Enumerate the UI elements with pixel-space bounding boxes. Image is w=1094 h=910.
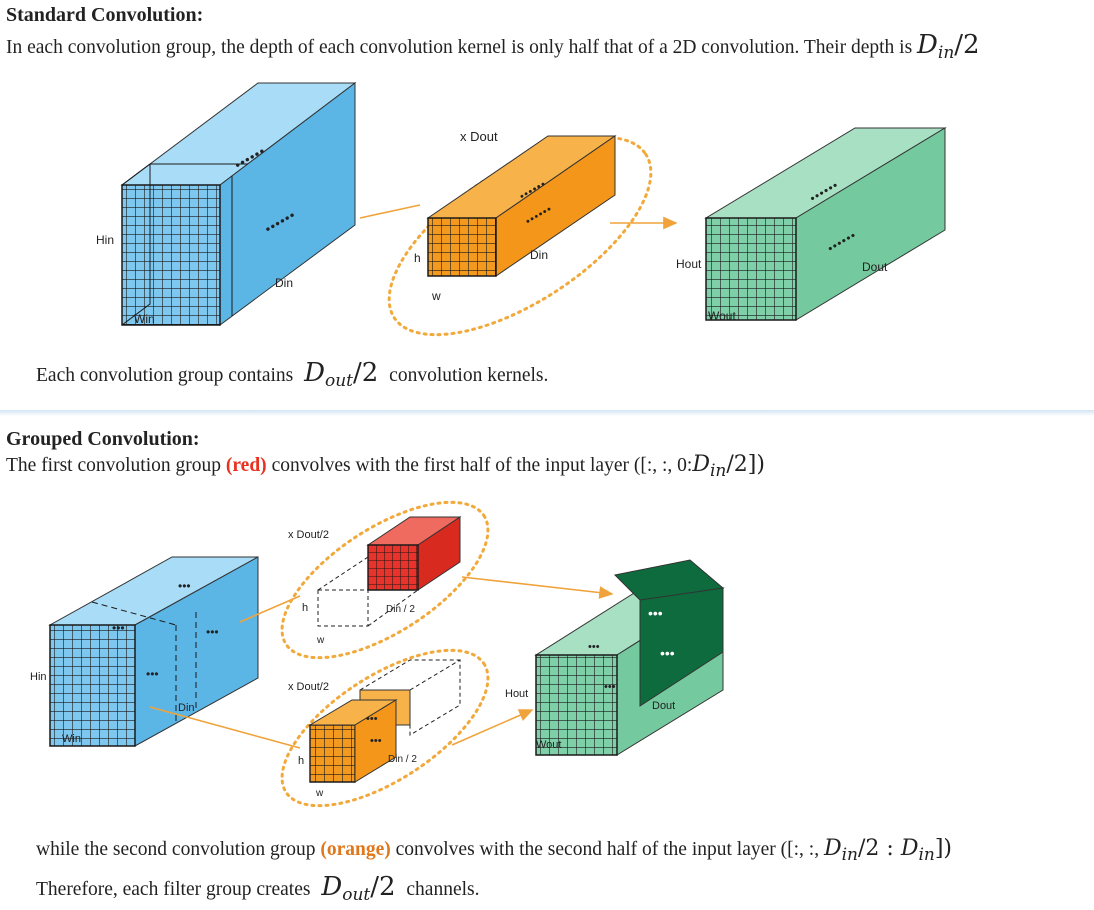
- grouped-line3: Therefore, each filter group creates Dou…: [36, 872, 480, 905]
- grp-hout-label: Hout: [505, 688, 528, 700]
- svg-text:•••: •••: [370, 735, 382, 747]
- std-dout-label: Dout: [862, 260, 888, 274]
- grp-orange-group-ellipse: [280, 648, 490, 808]
- grp-arrow-in-orange: [149, 706, 301, 749]
- standard-note: Each convolution group contains Dout/2 c…: [36, 358, 549, 391]
- std-kernel-count-label: x Dout: [460, 129, 498, 144]
- std-wout-label: Wout: [708, 309, 736, 323]
- grp-dout-label: Dout: [652, 700, 675, 712]
- grouped-heading: Grouped Convolution:: [6, 428, 200, 450]
- standard-kernel: •••••• ••••••: [426, 135, 617, 277]
- standard-heading: Standard Convolution:: [6, 4, 204, 26]
- standard-depth-math: Din/2: [917, 30, 980, 63]
- svg-text:•••: •••: [660, 645, 675, 661]
- svg-text:•••: •••: [112, 621, 125, 635]
- grouped-orange-kernel: ••• •••: [308, 659, 461, 783]
- std-hin-label: Hin: [96, 233, 114, 247]
- grp-arrow-out-orange: [451, 709, 534, 746]
- grp-arrow-out-red: [461, 576, 614, 599]
- grp-win-label: Win: [62, 733, 81, 745]
- grp-k1-count-label: x Dout/2: [288, 529, 329, 541]
- svg-text:•••: •••: [366, 713, 378, 725]
- standard-output-block: •••••• ••••••: [704, 127, 947, 321]
- standard-description: In each convolution group, the depth of …: [6, 30, 980, 63]
- svg-text:•••: •••: [146, 667, 159, 681]
- std-arrow-in: [359, 204, 421, 219]
- grp-k2-w-label: w: [315, 788, 324, 799]
- grouped-red-kernel: [317, 516, 462, 627]
- svg-text:•••: •••: [604, 681, 616, 693]
- grp-hin-label: Hin: [30, 671, 47, 683]
- grp-k1-w-label: w: [316, 635, 325, 646]
- grouped-output-block: ••• ••• ••• •••: [534, 559, 725, 756]
- std-kernel-din-label: Din: [530, 248, 548, 262]
- standard-input-block: •••••• ••••••: [120, 81, 357, 326]
- svg-text:•••: •••: [588, 641, 600, 653]
- grp-k2-count-label: x Dout/2: [288, 681, 329, 693]
- grp-red-group-ellipse: [280, 500, 490, 660]
- grp-k1-h-label: h: [302, 602, 308, 614]
- std-kernel-h-label: h: [414, 251, 421, 265]
- standard-description-text: In each convolution group, the depth of …: [6, 37, 913, 58]
- std-hout-label: Hout: [676, 257, 702, 271]
- grp-din-label: Din: [178, 702, 195, 714]
- grouped-line1: The first convolution group (red) convol…: [6, 452, 765, 481]
- section-divider: [0, 410, 1094, 416]
- svg-text:•••: •••: [178, 579, 191, 593]
- grp-k2-din-label: Din / 2: [388, 754, 417, 765]
- std-kernel-w-label: w: [431, 289, 441, 303]
- red-group-label: (red): [225, 455, 267, 476]
- grp-k1-din-label: Din / 2: [386, 604, 415, 615]
- grp-k2-h-label: h: [298, 755, 304, 767]
- svg-text:•••: •••: [648, 605, 663, 621]
- std-din-label: Din: [275, 276, 293, 290]
- svg-text:•••: •••: [206, 625, 219, 639]
- grouped-input-block: ••• ••• ••• •••: [48, 556, 259, 747]
- grouped-line2: while the second convolution group (oran…: [36, 836, 953, 865]
- grp-wout-label: Wout: [536, 739, 561, 751]
- std-win-label: Win: [134, 312, 155, 326]
- orange-group-label: (orange): [320, 839, 391, 860]
